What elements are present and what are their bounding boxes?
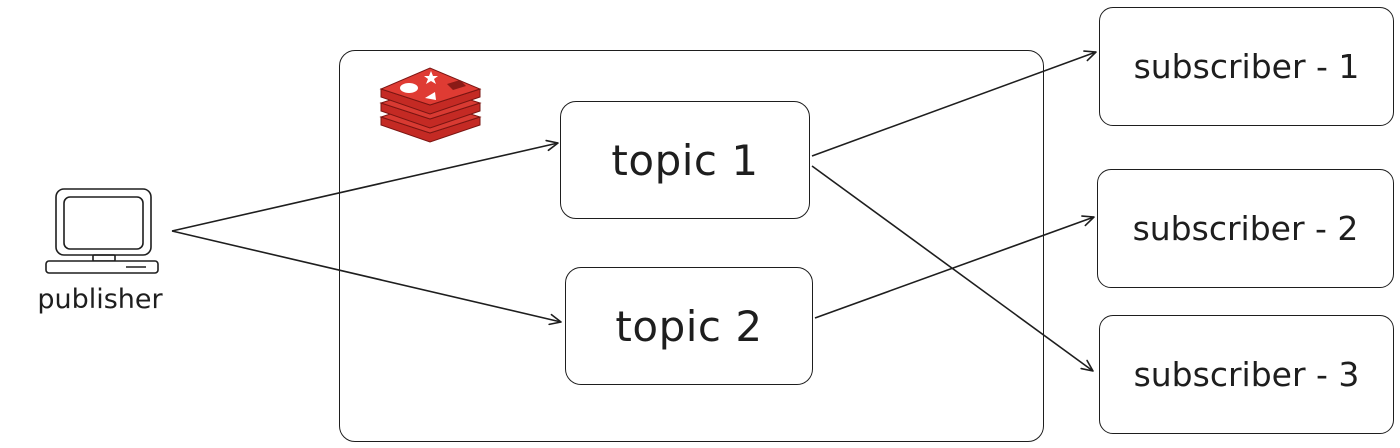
topic-2-label: topic 2 — [615, 301, 763, 351]
arrow-topic-1-subscriber-1 — [811, 50, 1097, 157]
subscriber-3-box[interactable]: subscriber - 3 — [1099, 315, 1394, 434]
subscriber-2-box[interactable]: subscriber - 2 — [1097, 169, 1394, 288]
publisher-label: publisher — [37, 284, 163, 315]
subscriber-3-label: subscriber - 3 — [1133, 355, 1360, 394]
topic-1-label: topic 1 — [611, 135, 759, 185]
topic-2-box[interactable]: topic 2 — [565, 267, 813, 385]
redis-logo-icon — [379, 67, 482, 143]
arrow-publisher-topic-1 — [171, 139, 559, 232]
subscriber-2-label: subscriber - 2 — [1132, 209, 1359, 248]
computer-icon — [45, 188, 159, 274]
arrow-publisher-topic-2 — [171, 230, 562, 326]
topic-1-box[interactable]: topic 1 — [560, 101, 810, 219]
subscriber-1-label: subscriber - 1 — [1133, 47, 1360, 86]
arrow-topic-2-subscriber-2 — [814, 215, 1095, 319]
broker-container — [339, 50, 1044, 442]
subscriber-1-box[interactable]: subscriber - 1 — [1099, 7, 1394, 126]
